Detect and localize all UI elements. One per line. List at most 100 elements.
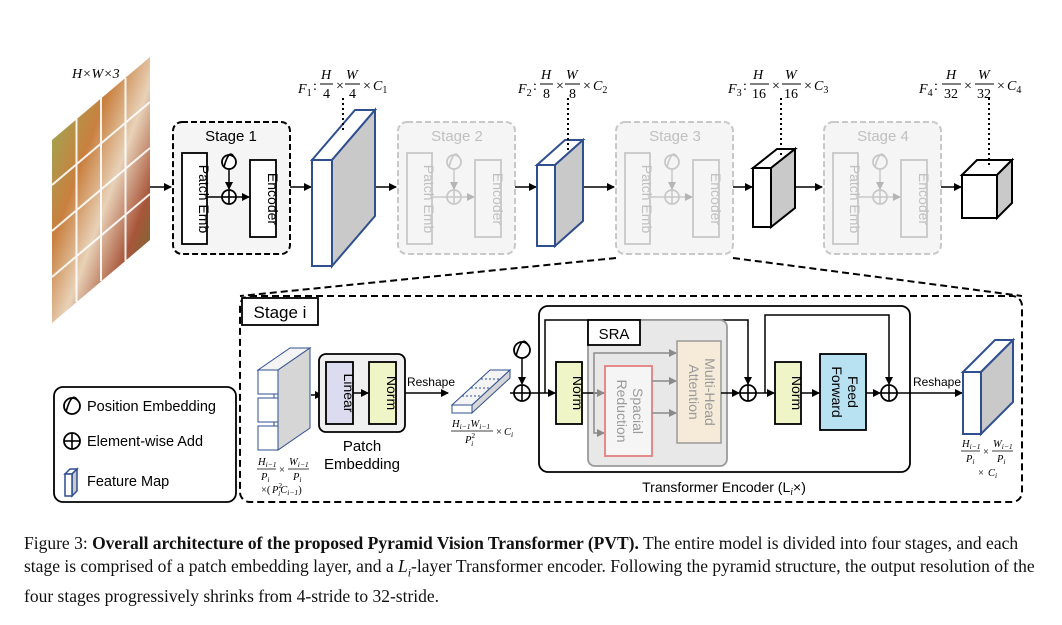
legend-feature-map: Feature Map <box>87 474 169 490</box>
svg-text:×: × <box>279 465 285 476</box>
linear-label: Linear <box>341 374 357 413</box>
caption-title: Overall architecture of the proposed Pyr… <box>92 533 639 553</box>
svg-text::: : <box>743 79 747 94</box>
token-sequence-icon <box>450 368 512 415</box>
input-image <box>51 57 151 323</box>
stage-2-title: Stage 2 <box>431 128 483 145</box>
svg-text:×: × <box>772 79 780 94</box>
svg-text:W: W <box>785 68 798 83</box>
stage-3-encoder-label: Encoder <box>708 173 724 225</box>
svg-text:W: W <box>566 68 579 83</box>
svg-text:C1: C1 <box>373 79 387 96</box>
svg-text:Pi: Pi <box>996 454 1006 466</box>
caption-text-2: -layer Transformer encoder. Following th… <box>24 556 1035 606</box>
svg-text::: : <box>934 79 938 94</box>
patch-embedding-label-1: Patch <box>343 438 381 455</box>
reshape-label-2: Reshape <box>913 375 961 389</box>
svg-text:×: × <box>964 79 972 94</box>
svg-text:32: 32 <box>944 87 958 102</box>
svg-text:Hi−1Wi−1: Hi−1Wi−1 <box>451 419 490 431</box>
patch-norm-box <box>368 361 397 425</box>
svg-text:F4: F4 <box>918 82 933 99</box>
stage-1-block: Stage 1 Patch Emb Encoder <box>172 121 291 255</box>
svg-text:Hi−1: Hi−1 <box>961 439 981 451</box>
stage-1-patch-emb-label: Patch Emb <box>196 165 212 234</box>
stage-2-block: Stage 2 Patch Emb Encoder <box>397 121 516 255</box>
caption-math: L <box>397 556 408 576</box>
transformer-encoder-block <box>538 305 911 473</box>
svg-text:Pi: Pi <box>292 472 302 484</box>
stage-1-patch-emb-box <box>181 152 208 245</box>
zoom-line-right <box>732 257 1023 297</box>
svg-text:×: × <box>583 79 591 94</box>
svg-text:×: × <box>997 79 1005 94</box>
zoom-line-left <box>239 257 617 297</box>
stage-i-input-cubes <box>256 347 312 451</box>
caption-text-1: The entire model is divided into four st… <box>24 533 1019 576</box>
stage-i-title-box <box>241 297 319 326</box>
spatial-reduction-label-2: Reduction <box>614 379 630 442</box>
svg-text:Hi−1: Hi−1 <box>257 457 277 469</box>
stage-2-patch-emb-label: Patch Emb <box>421 165 437 234</box>
feature-map-f3 <box>750 146 798 230</box>
svg-text::: : <box>533 79 537 94</box>
mha-label-2: Attention <box>686 364 702 419</box>
legend-element-wise-add: Element-wise Add <box>87 434 203 450</box>
svg-text:8: 8 <box>569 87 576 102</box>
stage-3-block: Stage 3 Patch Emb Encoder <box>615 121 734 255</box>
encoder-norm-2-label: Norm <box>789 376 805 410</box>
f4-label: F4 : H 32 × W 32 × C4 <box>918 68 1021 102</box>
svg-text:16: 16 <box>784 87 798 102</box>
svg-text:32: 32 <box>977 87 991 102</box>
feature-map-icon <box>63 467 79 498</box>
linear-box <box>325 361 354 425</box>
svg-text:F3: F3 <box>727 82 742 99</box>
caption-math-sub: i <box>407 565 412 580</box>
svg-text:×: × <box>556 79 564 94</box>
stage-2-encoder-label: Encoder <box>490 173 506 225</box>
svg-text:C3: C3 <box>814 79 828 96</box>
svg-text:8: 8 <box>543 87 550 102</box>
svg-text:H: H <box>540 68 552 83</box>
stage-i-panel: Stage i <box>239 295 1023 503</box>
svg-text:Pi: Pi <box>965 454 975 466</box>
figure-caption: Figure 3: Overall architecture of the pr… <box>24 532 1054 608</box>
stage-3-title: Stage 3 <box>649 128 701 145</box>
svg-text:×: × <box>496 427 502 438</box>
svg-text:F2: F2 <box>517 82 532 99</box>
stage-1-encoder-box <box>249 159 277 238</box>
sra-title: SRA <box>599 326 630 343</box>
mha-box <box>676 340 722 444</box>
patch-embedding-block: Linear Norm <box>318 353 406 433</box>
svg-text:×(: ×( <box>261 485 271 496</box>
stage-4-encoder-label: Encoder <box>916 173 932 225</box>
encoder-norm-1-box <box>555 361 583 425</box>
svg-text:W: W <box>346 68 359 83</box>
stage-4-title: Stage 4 <box>857 128 909 145</box>
encoder-norm-1-label: Norm <box>570 376 586 410</box>
caption-prefix: Figure 3: <box>24 533 93 553</box>
stage-4-block: Stage 4 Patch Emb Encoder <box>823 121 942 255</box>
svg-text:C4: C4 <box>1007 79 1021 96</box>
svg-text:4: 4 <box>323 87 330 102</box>
f2-label: F2 : H 8 × W 8 × C2 <box>517 68 607 102</box>
stage-1-title: Stage 1 <box>205 128 257 145</box>
svg-text::: : <box>313 79 317 94</box>
residual-2 <box>764 314 893 393</box>
svg-text:H: H <box>752 68 764 83</box>
stage-i-title: Stage i <box>254 303 307 322</box>
feed-forward-label-2: Forward <box>829 366 845 417</box>
svg-text:P2i: P2i <box>464 431 475 448</box>
svg-text:Wi−1: Wi−1 <box>993 439 1013 451</box>
sra-title-box <box>587 319 641 346</box>
feed-forward-box <box>819 353 867 431</box>
svg-text:W: W <box>978 68 991 83</box>
f3-label: F3 : H 16 × W 16 × C3 <box>727 68 828 102</box>
patch-embedding-label-2: Embedding <box>324 456 400 473</box>
stage-3-patch-emb-label: Patch Emb <box>639 165 655 234</box>
input-dim-label: H×W×3 <box>71 67 120 82</box>
